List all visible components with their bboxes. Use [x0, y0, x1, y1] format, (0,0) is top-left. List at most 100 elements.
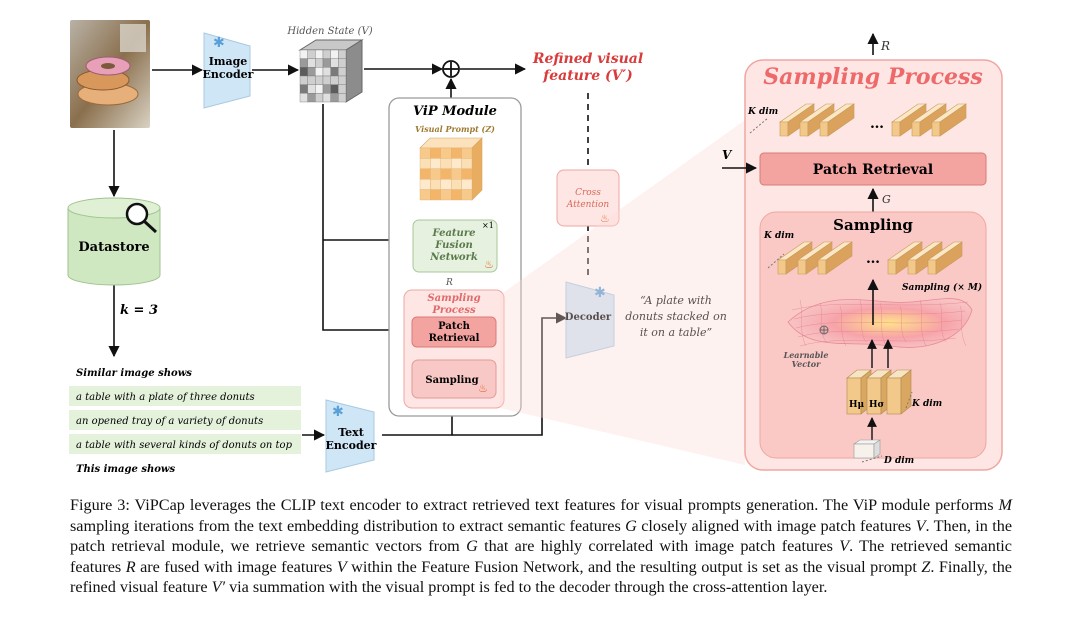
- svg-text:V: V: [722, 148, 733, 162]
- snowflake-icon: ✱: [332, 404, 344, 420]
- hidden-state-cell: [307, 58, 316, 68]
- mesh-line: [797, 328, 960, 338]
- vector-bar-front: [797, 259, 807, 275]
- hidden-state-cell: [338, 49, 347, 59]
- hidden-state-cell: [299, 58, 308, 68]
- mesh-line: [959, 305, 967, 347]
- sampling-title: Sampling: [833, 216, 913, 234]
- vector-bar-front: [777, 259, 787, 275]
- vector-bar-side: [825, 241, 853, 275]
- snowflake-icon: ✱: [594, 285, 606, 301]
- hidden-state-cell: [307, 67, 316, 77]
- svg-text:K dim: K dim: [747, 107, 778, 117]
- hidden-state-cell: [322, 84, 331, 94]
- mesh-line: [939, 302, 947, 343]
- prompt-cell: [419, 189, 431, 201]
- hidden-state-label: Hidden State (V): [286, 26, 372, 37]
- prompt-cell: [461, 189, 473, 201]
- svg-text:Sampling (× M): Sampling (× M): [902, 282, 982, 293]
- hidden-state-cell: [338, 75, 347, 85]
- mesh-line: [819, 302, 827, 343]
- snowflake-icon: ✱: [213, 35, 225, 51]
- svg-text:Patch Retrieval: Patch Retrieval: [813, 162, 933, 178]
- input-image: [70, 20, 150, 128]
- svg-text:…: …: [870, 116, 884, 132]
- svg-text:…: …: [866, 251, 880, 267]
- vector-bar-front: [817, 259, 827, 275]
- hidden-state-cell: [322, 67, 331, 77]
- fire-icon: ♨: [600, 212, 610, 225]
- hidden-state-cell: [307, 84, 316, 94]
- fire-icon: ♨: [478, 382, 488, 395]
- sampling-process-panel: Sampling Process R K dim … V Patch Retri…: [722, 32, 1003, 471]
- hidden-state-cell: [315, 58, 324, 68]
- prompt-cell: [419, 168, 431, 180]
- decoder-side: Refined visual feature (V′) Cross Attent…: [532, 51, 727, 359]
- refined-feature-label: Refined visual: [532, 51, 643, 67]
- svg-text:Encoder: Encoder: [203, 68, 254, 81]
- hidden-state-cell: [338, 67, 347, 77]
- svg-text:donuts stacked on: donuts stacked on: [625, 310, 727, 323]
- figure-caption: Figure 3: ViPCap leverages the CLIP text…: [70, 496, 1013, 596]
- vector-bar-front: [799, 121, 809, 137]
- hidden-state-cell: [330, 84, 339, 94]
- svg-text:Vector: Vector: [792, 359, 821, 369]
- svg-text:R: R: [880, 39, 890, 53]
- visual-prompt-label: Visual Prompt (Z): [415, 124, 495, 134]
- mesh-line: [859, 299, 867, 343]
- svg-text:Network: Network: [429, 252, 478, 263]
- vector-bar-front: [891, 121, 901, 137]
- hidden-state-cell: [299, 93, 308, 103]
- vector-bar-side: [935, 241, 963, 275]
- prompt-cell: [461, 178, 473, 190]
- vector-bar-side: [939, 103, 967, 137]
- hidden-state-cell: [315, 67, 324, 77]
- prompt-cell: [430, 147, 441, 159]
- hidden-state-cell: [330, 75, 339, 85]
- svg-text:G: G: [882, 193, 891, 206]
- distribution-surface: [787, 298, 973, 348]
- prompt-cell: [419, 158, 431, 169]
- prompt-cell: [419, 178, 431, 190]
- svg-text:feature (V′): feature (V′): [542, 68, 633, 84]
- svg-text:Feature: Feature: [432, 228, 476, 239]
- zoom-projection: [500, 120, 745, 465]
- prompt-cell: [430, 178, 441, 190]
- hidden-state-cell: [338, 58, 347, 68]
- vector-bar-front: [779, 121, 789, 137]
- sum-node: [442, 60, 460, 78]
- this-header: This image shows: [76, 464, 175, 475]
- hidden-state-cell: [315, 75, 324, 85]
- prompt-cell: [440, 147, 452, 159]
- svg-text:Hμ: Hμ: [849, 400, 865, 410]
- image-encoder-label: Image: [209, 55, 248, 68]
- hidden-state-cell: [322, 49, 331, 59]
- sampled-vectors: [777, 241, 963, 275]
- vip-title: ViP Module: [413, 104, 497, 119]
- svg-text:it on a table”: it on a table”: [640, 326, 712, 339]
- prompt-cell: [461, 147, 473, 159]
- svg-text:Fusion: Fusion: [434, 240, 473, 251]
- svg-text:Hσ: Hσ: [869, 400, 885, 410]
- vector-bar-front: [907, 259, 917, 275]
- hidden-state-cell: [315, 93, 324, 103]
- svg-text:Sampling: Sampling: [425, 375, 478, 386]
- prompt-cell: [440, 158, 452, 169]
- prompt-cell: [451, 147, 462, 159]
- hidden-state-cell: [299, 84, 308, 94]
- prompt-cell: [451, 189, 462, 201]
- prompt-cell: [440, 168, 452, 180]
- svg-text:Cross: Cross: [575, 188, 601, 198]
- prompt-cell: [430, 158, 441, 169]
- caption-3: a table with several kinds of donuts on …: [76, 440, 293, 451]
- hidden-state-cell: [307, 49, 316, 59]
- retrieved-vectors: [779, 103, 967, 137]
- svg-text:×1: ×1: [482, 221, 494, 230]
- retrieved-captions: Similar image shows a table with a plate…: [69, 368, 301, 475]
- svg-text:R: R: [445, 278, 453, 288]
- svg-text:K dim: K dim: [763, 231, 794, 241]
- hidden-state-cell: [330, 58, 339, 68]
- datastore-label: Datastore: [78, 240, 149, 255]
- patch-retrieval-bar: [759, 152, 987, 186]
- vector-bar-front: [819, 121, 829, 137]
